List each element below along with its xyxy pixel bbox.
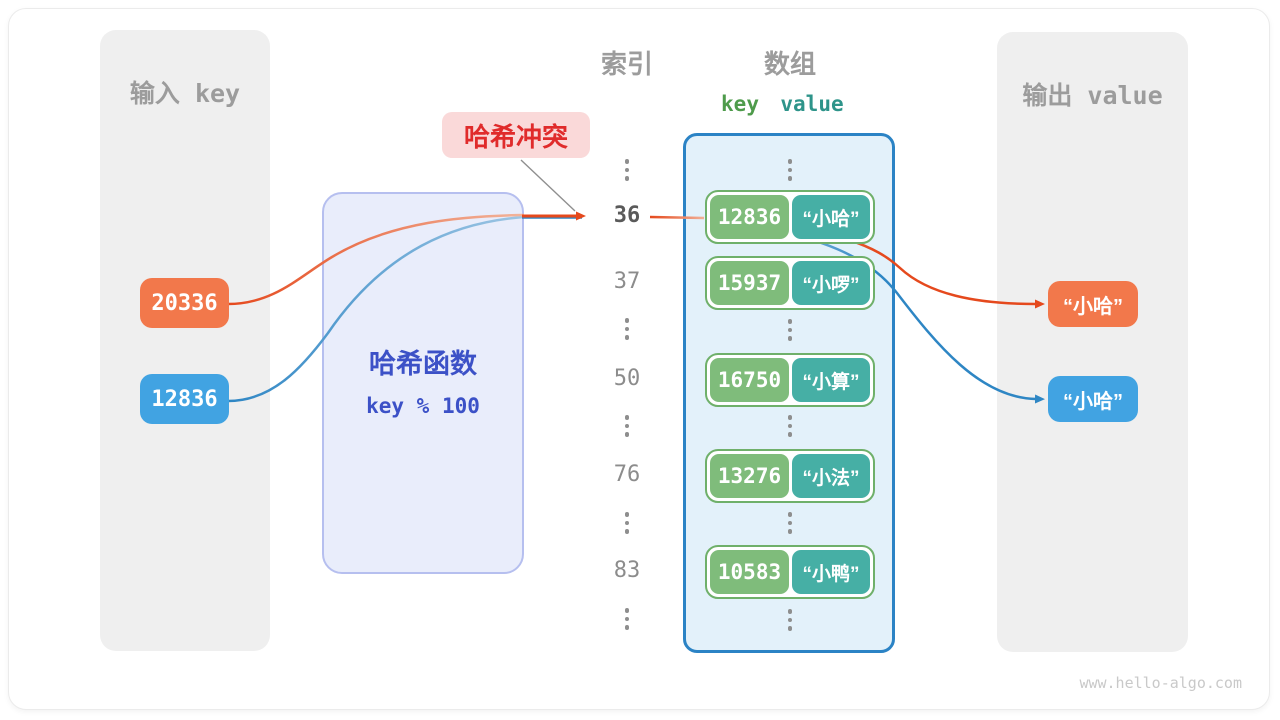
- key-cell: 13276: [710, 454, 789, 498]
- array-row: 16750 “小算”: [705, 353, 875, 407]
- array-row: 10583 “小鸭”: [705, 545, 875, 599]
- ellipsis-icon: [786, 319, 794, 341]
- ellipsis-icon: [623, 608, 631, 630]
- input-key-box: 12836: [140, 374, 229, 424]
- key-cell: 12836: [710, 195, 789, 239]
- index-value: 83: [613, 558, 641, 583]
- hash-function-box: 哈希函数 key % 100: [322, 192, 524, 574]
- value-cell: “小哈”: [792, 195, 870, 239]
- value-column-header: value: [780, 92, 844, 116]
- output-value-box: “小哈”: [1048, 376, 1138, 422]
- value-cell: “小啰”: [792, 261, 870, 305]
- index-value: 37: [613, 269, 641, 294]
- input-panel: 输入 key: [100, 30, 270, 651]
- index-value: 50: [613, 366, 641, 391]
- key-cell: 10583: [710, 550, 789, 594]
- ellipsis-icon: [623, 415, 631, 437]
- value-cell: “小法”: [792, 454, 870, 498]
- key-cell: 16750: [710, 358, 789, 402]
- watermark: www.hello-algo.com: [1079, 674, 1242, 692]
- input-panel-title: 输入 key: [129, 79, 241, 108]
- ellipsis-icon: [786, 512, 794, 534]
- ellipsis-icon: [623, 512, 631, 534]
- output-value-box: “小哈”: [1048, 281, 1138, 327]
- hash-function-formula: key % 100: [366, 394, 480, 418]
- key-column-header: key: [721, 92, 759, 116]
- index-column-title: 索引: [600, 49, 653, 79]
- hash-collision-badge: 哈希冲突: [442, 112, 590, 158]
- value-cell: “小算”: [792, 358, 870, 402]
- value-cell: “小鸭”: [792, 550, 870, 594]
- index-value: 36: [613, 203, 641, 228]
- input-key-box: 20336: [140, 278, 229, 328]
- ellipsis-icon: [786, 159, 794, 181]
- output-panel-title: 输出 value: [1022, 81, 1163, 110]
- ellipsis-icon: [786, 609, 794, 631]
- index-value: 76: [613, 462, 641, 487]
- ellipsis-icon: [786, 415, 794, 437]
- ellipsis-icon: [623, 318, 631, 340]
- output-panel: 输出 value: [997, 32, 1188, 652]
- hash-function-name: 哈希函数: [369, 349, 477, 379]
- key-cell: 15937: [710, 261, 789, 305]
- array-column-title: 数组: [763, 49, 816, 79]
- array-row: 12836 “小哈”: [705, 190, 875, 244]
- ellipsis-icon: [623, 159, 631, 181]
- array-row: 15937 “小啰”: [705, 256, 875, 310]
- array-row: 13276 “小法”: [705, 449, 875, 503]
